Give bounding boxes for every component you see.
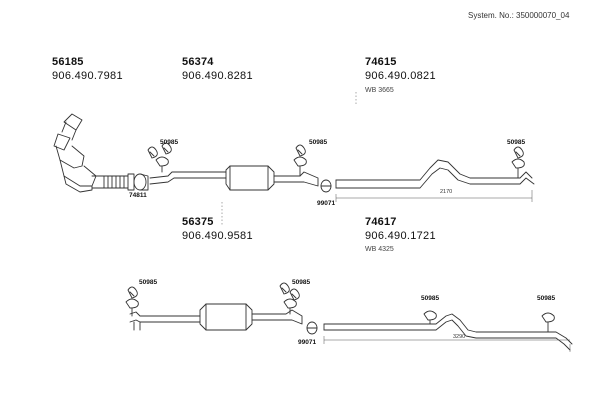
clamp-icon xyxy=(306,321,318,335)
oe-number-74615: 906.490.0821 xyxy=(365,70,436,82)
rubber-hanger-icon xyxy=(127,286,138,299)
rubber-hanger-icon xyxy=(293,156,307,177)
clamp-icon xyxy=(133,173,149,191)
oe-number-56375: 906.490.9581 xyxy=(182,230,253,242)
part-number-56374: 56374 xyxy=(182,56,214,68)
callout-hanger: 50985 xyxy=(537,295,556,302)
rubber-hanger-icon xyxy=(511,158,525,179)
oe-number-74617: 906.490.1721 xyxy=(365,230,436,242)
callout-clamp: 99071 xyxy=(317,200,336,207)
front-silencer-pipe-icon xyxy=(149,165,319,191)
wheelbase-74615: WB 3665 xyxy=(365,87,394,94)
system-number: System. No.: 350000070_04 xyxy=(468,11,570,20)
dimension-value-b: 3290 xyxy=(453,334,466,340)
callout-hanger: 50985 xyxy=(292,279,311,286)
rubber-hanger-icon xyxy=(513,146,524,159)
oe-number-56185: 906.490.7981 xyxy=(52,70,123,82)
callout-clamp: 74811 xyxy=(129,192,147,199)
rubber-hanger-icon xyxy=(279,282,290,295)
part-number-74615: 74615 xyxy=(365,56,397,68)
rubber-hanger-icon xyxy=(541,312,555,333)
callout-hanger: 50985 xyxy=(309,139,328,146)
part-number-56185: 56185 xyxy=(52,56,84,68)
rubber-hanger-icon xyxy=(155,156,169,173)
rubber-hanger-icon xyxy=(125,298,139,317)
callout-hanger: 50985 xyxy=(160,139,179,146)
rubber-hanger-icon xyxy=(283,298,297,315)
rubber-hanger-icon xyxy=(423,310,437,325)
part-number-74617: 74617 xyxy=(365,216,397,228)
rubber-hanger-icon xyxy=(289,288,300,301)
dimension-value-a: 2170 xyxy=(440,189,453,195)
rubber-hanger-icon xyxy=(161,142,172,155)
callout-hanger: 50985 xyxy=(421,295,440,302)
callout-clamp: 99071 xyxy=(298,339,317,346)
clamp-icon xyxy=(320,179,332,193)
oe-number-56374: 906.490.8281 xyxy=(182,70,253,82)
rear-pipe-icon xyxy=(335,159,535,189)
rubber-hanger-icon xyxy=(147,146,158,159)
wheelbase-74617: WB 4325 xyxy=(365,246,394,253)
rear-pipe-icon xyxy=(323,313,573,351)
dimension-line-a xyxy=(335,190,533,202)
dimension-line-b xyxy=(323,336,571,352)
callout-hanger: 50985 xyxy=(139,279,158,286)
callout-hanger: 50985 xyxy=(507,139,526,146)
front-silencer-pipe-icon xyxy=(129,303,303,331)
catalytic-converter-icon xyxy=(53,113,135,193)
part-number-56375: 56375 xyxy=(182,216,214,228)
rubber-hanger-icon xyxy=(295,144,306,157)
